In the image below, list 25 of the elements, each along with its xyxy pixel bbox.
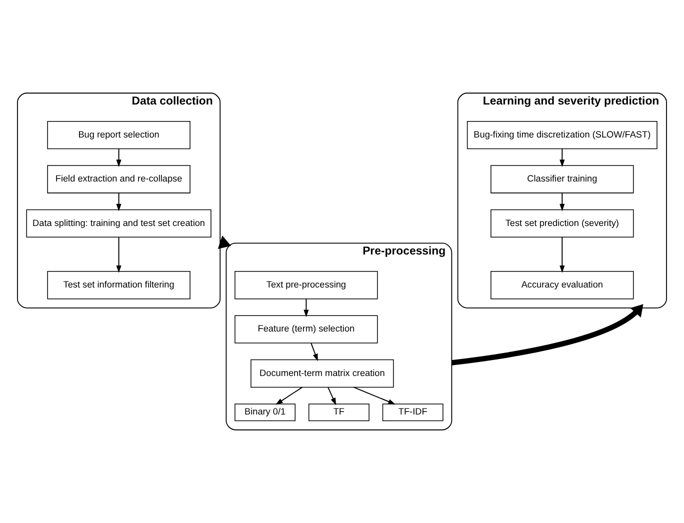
node-box: Bug report selection	[47, 120, 190, 150]
arrow	[560, 148, 565, 168]
node-box: Field extraction and re-collapse	[47, 165, 190, 194]
node-box: Test set information filtering	[47, 271, 190, 300]
node-box: Accuracy evaluation	[490, 271, 634, 300]
arrow	[451, 304, 644, 366]
arrow	[116, 148, 122, 168]
node-box: Data splitting: training and test set creation	[26, 209, 212, 238]
node-box: Document-term matrix creation	[250, 359, 394, 388]
arrow	[304, 298, 309, 318]
arrow	[560, 192, 565, 212]
arrow	[116, 236, 122, 273]
node-box: Bug-fixing time discretization (SLOW/FAST)	[466, 120, 658, 150]
node-box: Classifier training	[490, 165, 634, 194]
node-box: TF	[308, 404, 370, 422]
arrow	[116, 192, 122, 212]
arrow	[328, 386, 336, 406]
arrow	[560, 236, 565, 273]
node-box: Binary 0/1	[234, 404, 296, 422]
node-box: TF-IDF	[382, 404, 444, 422]
node-box: Feature (term) selection	[234, 315, 378, 344]
node-box: Test set prediction (severity)	[490, 209, 634, 238]
arrow	[310, 342, 318, 362]
node-box: Text pre-processing	[234, 271, 378, 300]
arrow	[276, 386, 303, 405]
